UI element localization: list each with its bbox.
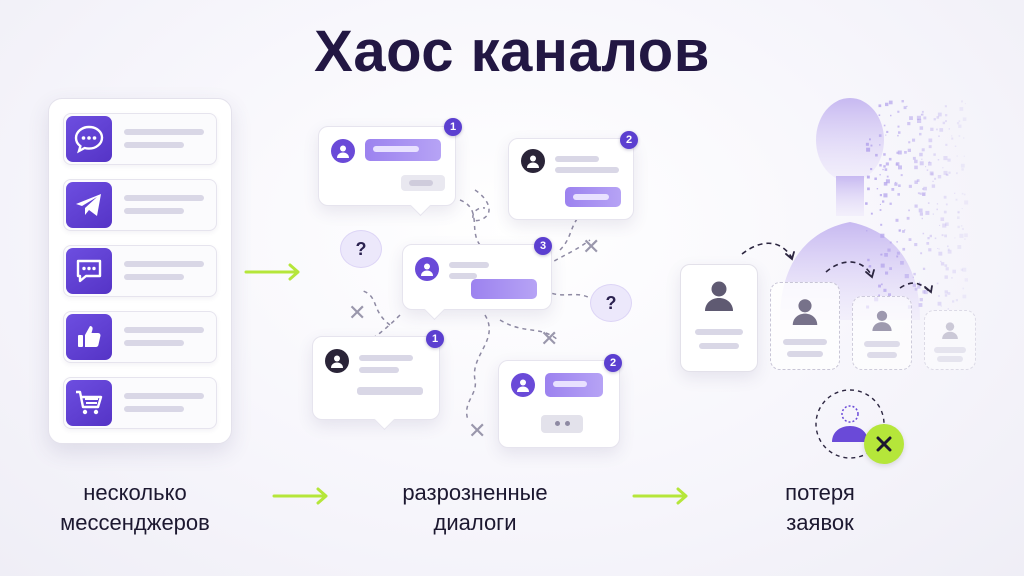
thumbs-up-icon <box>66 314 112 360</box>
user-icon <box>872 310 892 331</box>
shopping-cart-icon <box>66 380 112 426</box>
user-icon <box>521 149 545 173</box>
process-arrows <box>741 242 933 294</box>
user-icon <box>331 139 355 163</box>
cross-icon: ✕ <box>468 418 487 443</box>
page-title: Хаос каналов <box>314 19 710 84</box>
stage-label-line: несколько <box>83 480 187 505</box>
message-dots-icon <box>66 248 112 294</box>
messenger-row <box>63 113 217 165</box>
stage-label: потеря заявок <box>730 478 910 538</box>
user-icon <box>792 299 818 325</box>
cross-icon: ✕ <box>582 234 601 259</box>
unread-badge: 2 <box>620 131 638 149</box>
flow-arrow-icon <box>632 487 688 505</box>
messenger-row <box>63 245 217 297</box>
chat-bubble <box>498 360 620 448</box>
flow-arrow-icon <box>244 263 300 281</box>
unread-badge: 1 <box>444 118 462 136</box>
lead-card <box>680 264 758 372</box>
chat-bubble <box>312 336 440 431</box>
user-icon <box>415 257 439 281</box>
question-icon: ? <box>340 230 382 268</box>
stage-label-line: мессенджеров <box>60 510 210 535</box>
cross-icon: ✕ <box>348 300 367 325</box>
lead-card <box>770 282 840 370</box>
close-icon <box>864 424 904 464</box>
stage-label: разрозненные диалоги <box>370 478 580 538</box>
messenger-list-panel <box>48 98 232 444</box>
unread-badge: 1 <box>426 330 444 348</box>
lead-card <box>852 296 912 370</box>
stage-label-line: заявок <box>786 510 854 535</box>
lead-card <box>924 310 976 370</box>
user-icon <box>705 281 733 311</box>
stage-label-line: разрозненные <box>402 480 548 505</box>
user-icon <box>325 349 349 373</box>
stage-label-line: потеря <box>785 480 855 505</box>
messenger-row <box>63 311 217 363</box>
chat-bubble-icon <box>66 116 112 162</box>
messenger-row <box>63 179 217 231</box>
chat-bubble <box>402 244 552 321</box>
user-icon <box>511 373 535 397</box>
chat-bubble <box>318 126 456 217</box>
messenger-row <box>63 377 217 429</box>
telegram-icon <box>66 182 112 228</box>
stage-label-line: диалоги <box>433 510 517 535</box>
cross-icon: ✕ <box>540 326 559 351</box>
flow-arrow-icon <box>272 487 328 505</box>
unread-badge: 3 <box>534 237 552 255</box>
stage-label: несколько мессенджеров <box>30 478 240 538</box>
user-icon <box>942 322 958 339</box>
chat-bubble <box>508 138 634 220</box>
question-icon: ? <box>590 284 632 322</box>
unread-badge: 2 <box>604 354 622 372</box>
